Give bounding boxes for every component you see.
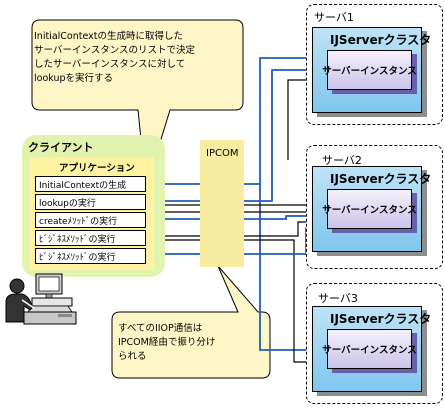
server-2-instance: サーバーインスタンス	[322, 189, 417, 229]
callout-bottom-line: られる	[118, 351, 147, 362]
server-1-label: サーバ1	[314, 11, 354, 24]
server-3-label: サーバ3	[318, 292, 358, 305]
callout-bottom: すべてのIIOP通信は IPCOM経由で振り分け られる	[118, 322, 215, 364]
application-label: アプリケーション	[59, 163, 135, 174]
server-2-cluster-label: IJServerクラスタ	[330, 172, 432, 186]
step-initialcontext: InitialContextの生成	[35, 176, 146, 192]
callout-top-line: したサーバーインスタンスに対して	[34, 59, 186, 70]
callout-bottom-bubble	[111, 265, 271, 379]
server-2-label: サーバ2	[322, 154, 362, 167]
server-3-instance: サーバーインスタンス	[322, 329, 417, 369]
callout-top-line: InitialContextの生成時に取得した	[34, 31, 184, 42]
client-label: クライアント	[28, 141, 94, 154]
step-business-method-1: ﾋﾞｼﾞﾈｽﾒｿｯﾄﾞの実行	[35, 230, 146, 246]
callout-top-line: サーバーインスタンスのリストで決定	[34, 45, 196, 56]
step-lookup: lookupの実行	[35, 194, 146, 210]
step-business-method-2: ﾋﾞｼﾞﾈｽﾒｿｯﾄﾞの実行	[35, 248, 146, 264]
callout-top-line: lookupを実行する	[34, 73, 114, 84]
step-create-method: createﾒｿｯﾄﾞの実行	[35, 212, 146, 228]
server-1-cluster-label: IJServerクラスタ	[330, 33, 432, 47]
server-1-instance: サーバーインスタンス	[322, 50, 417, 90]
ipcom-box	[200, 140, 244, 267]
server-3-cluster-label: IJServerクラスタ	[330, 312, 432, 326]
callout-top: InitialContextの生成時に取得した サーバーインスタンスのリストで決…	[34, 30, 195, 86]
connector-initialcontext-server3	[259, 184, 327, 354]
ipcom-label: IPCOM	[206, 148, 239, 159]
callout-bottom-line: IPCOM経由で振り分け	[118, 337, 216, 348]
user-at-computer-icon	[5, 273, 77, 325]
callout-bottom-line: すべてのIIOP通信は	[118, 323, 203, 334]
